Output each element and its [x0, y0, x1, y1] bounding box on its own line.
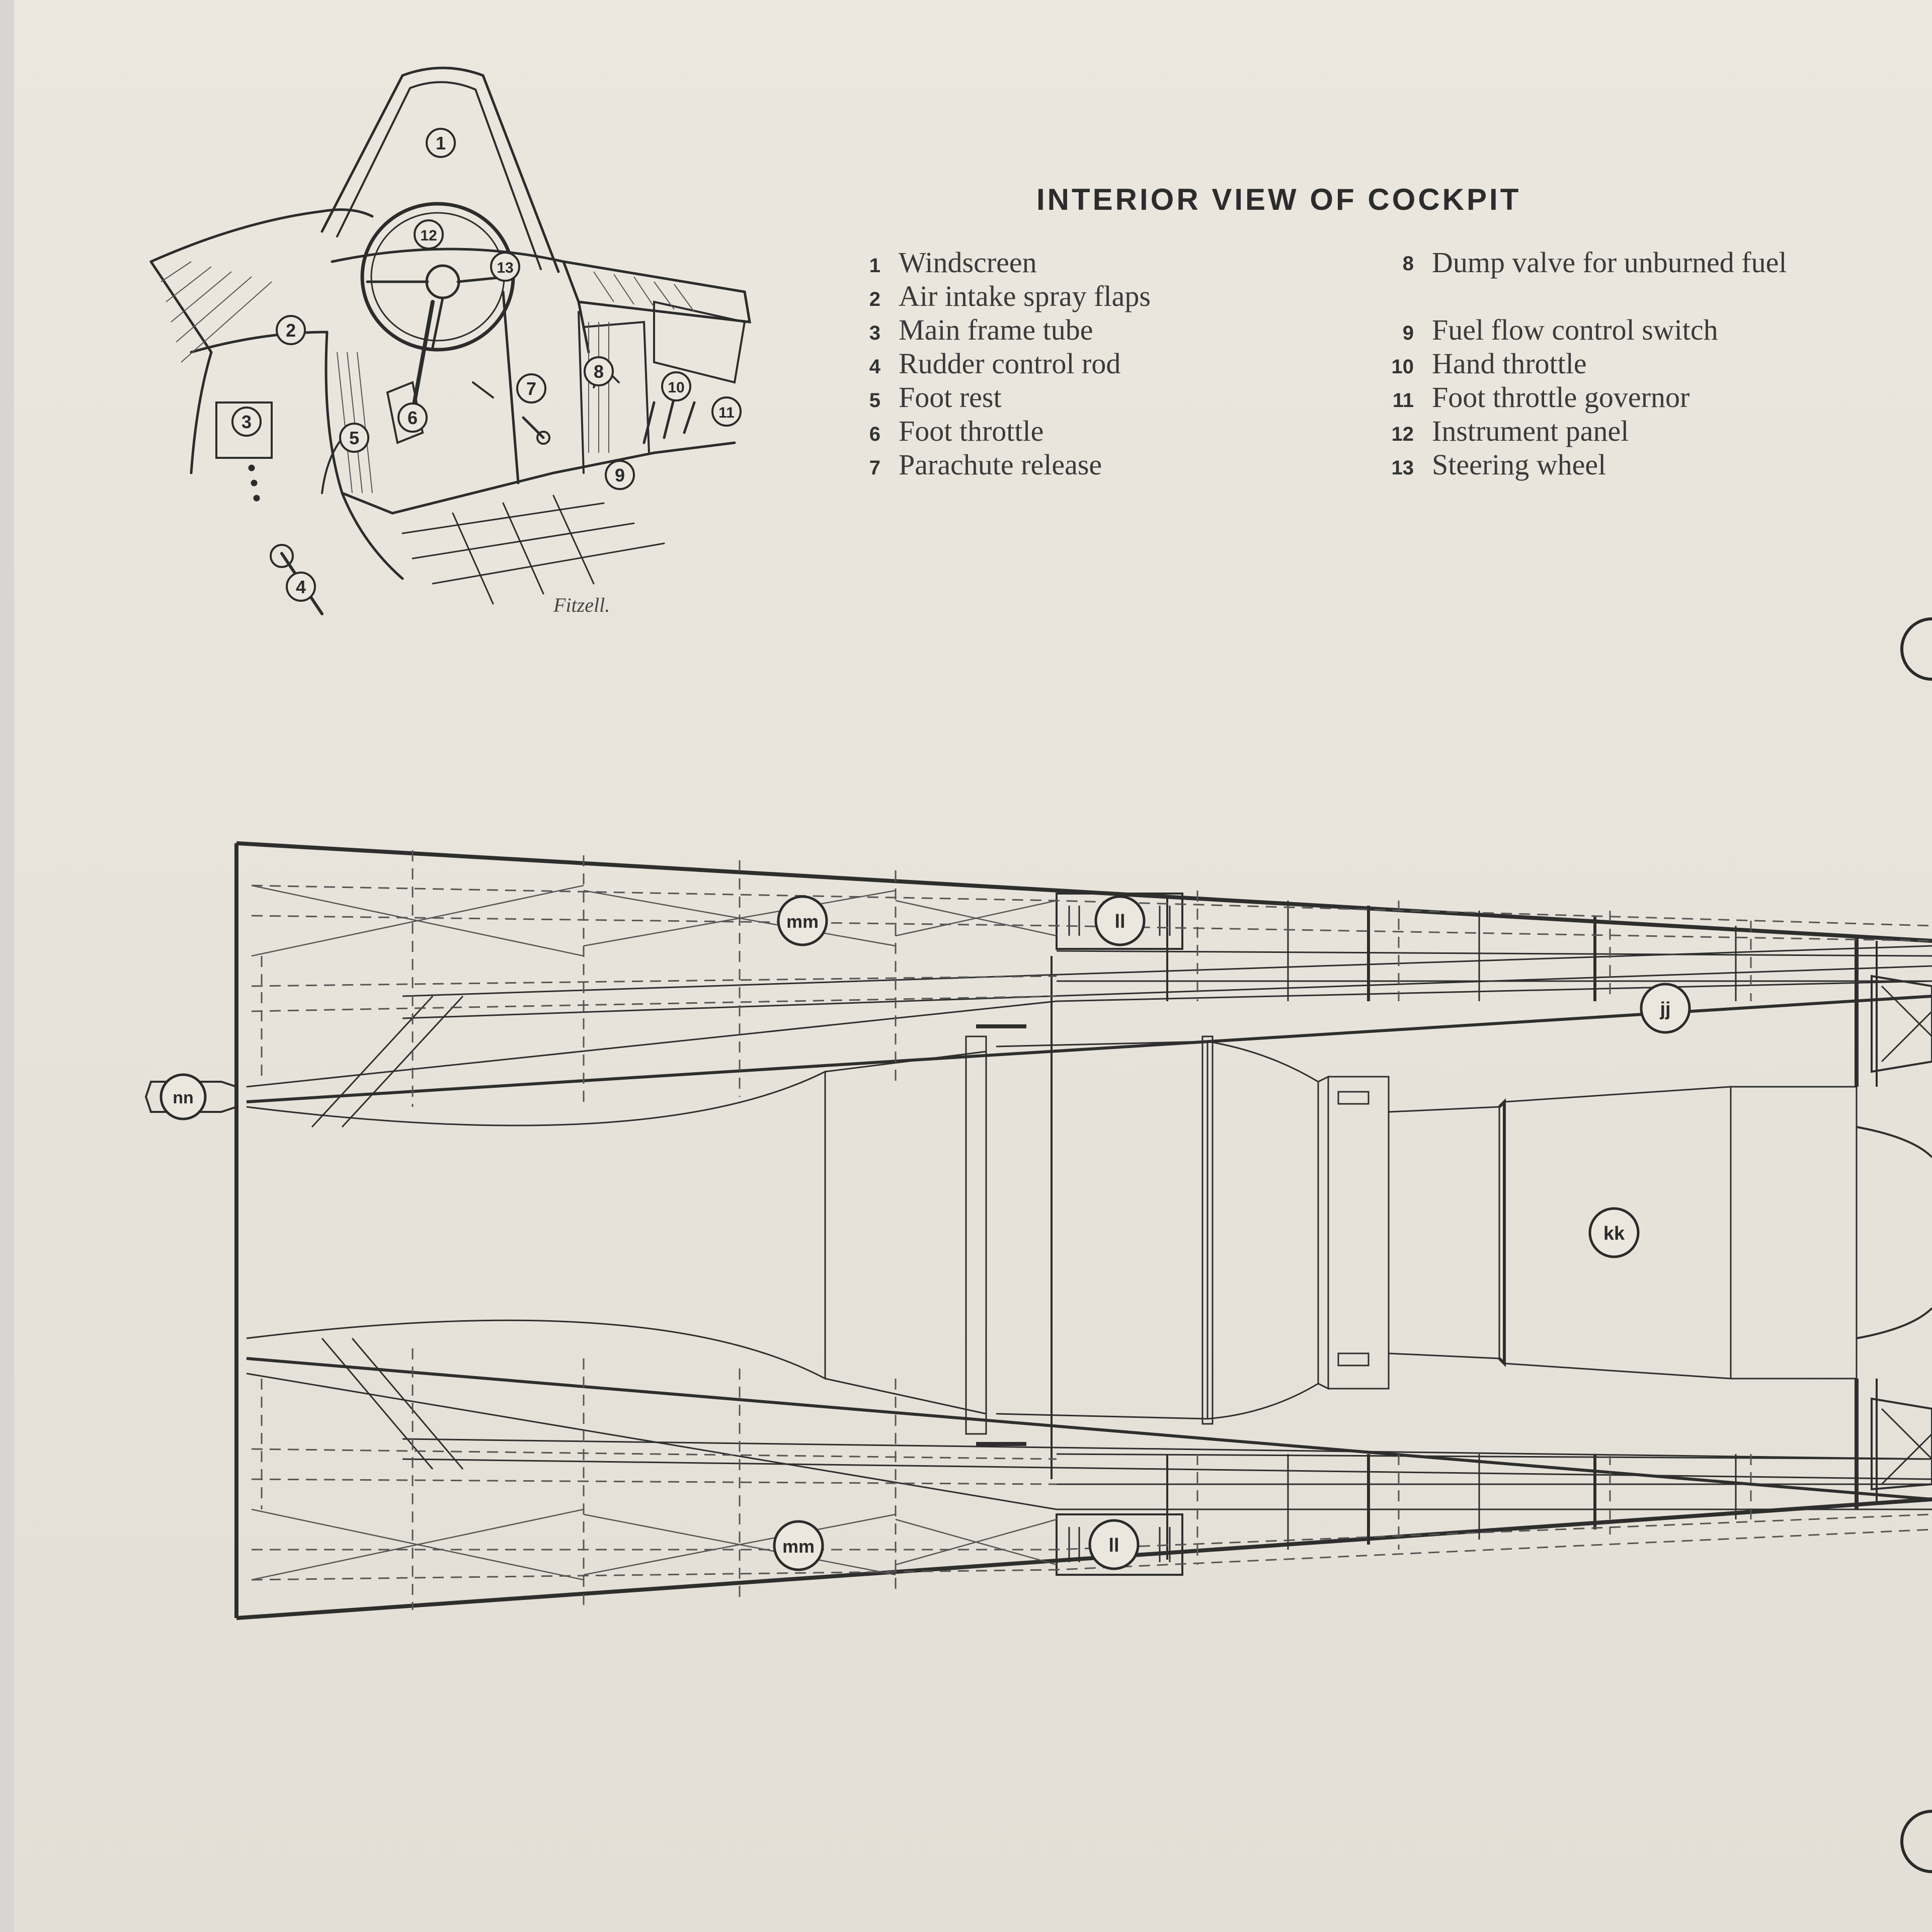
legend-number: 5 [869, 389, 880, 412]
svg-text:1: 1 [436, 133, 446, 153]
legend-item: 5 Foot rest [835, 380, 1151, 414]
svg-text:8: 8 [594, 361, 604, 382]
legend-item: 7 Parachute release [835, 448, 1151, 481]
cockpit-callouts: 1 2 3 4 5 6 7 8 9 10 11 12 13 [231, 128, 742, 602]
edge-circle-lower-icon [1900, 1810, 1932, 1873]
callout-mm-bottom-icon: mm [773, 1520, 824, 1571]
callout-8-icon: 8 [584, 356, 614, 386]
svg-text:10: 10 [668, 379, 684, 396]
artist-signature: Fitzell. [553, 594, 610, 616]
callout-nn-icon: nn [159, 1073, 207, 1120]
page-title: INTERIOR VIEW OF COCKPIT [1036, 183, 1521, 216]
svg-text:4: 4 [296, 577, 306, 597]
svg-text:7: 7 [526, 378, 536, 399]
callout-jj-icon: jj [1640, 983, 1691, 1034]
legend-item: 13 Steering wheel [1369, 448, 1875, 481]
legend-number: 3 [869, 322, 880, 344]
legend-item: 3 Main frame tube [835, 313, 1151, 347]
legend-item: 12 Instrument panel [1369, 414, 1875, 448]
svg-text:11: 11 [718, 405, 735, 421]
svg-text:mm: mm [786, 911, 819, 932]
svg-text:3: 3 [242, 412, 252, 432]
legend-number: 6 [869, 423, 880, 445]
legend-number: 13 [1391, 457, 1414, 479]
legend-label: Rudder control rod [899, 347, 1121, 380]
legend-number: 2 [869, 288, 880, 310]
legend-number: 11 [1392, 389, 1414, 412]
legend-item: 1 Windscreen [835, 246, 1151, 279]
legend-label: Main frame tube [899, 313, 1093, 346]
callout-6-icon: 6 [397, 403, 428, 433]
page-edge [0, 0, 14, 1932]
callout-ll-bottom-icon: ll [1088, 1519, 1140, 1570]
legend-label: Foot throttle governor [1432, 381, 1690, 414]
callout-mm-top-icon: mm [777, 895, 828, 946]
callout-2-icon: 2 [276, 315, 306, 345]
legend-right: 8 Dump valve for unburned fuel 9 Fuel flow… [1369, 246, 1875, 481]
callout-kk-icon: kk [1588, 1207, 1640, 1258]
legend-number: 7 [869, 457, 880, 479]
callout-9-icon: 9 [605, 460, 635, 490]
legend-number: 4 [869, 356, 880, 378]
callout-3-icon: 3 [231, 407, 262, 437]
legend-label: Fuel flow control switch [1432, 313, 1718, 346]
legend-item: 2 Air intake spray flaps [835, 279, 1151, 313]
svg-text:5: 5 [349, 428, 359, 448]
legend-number: 1 [869, 255, 880, 277]
svg-text:ll: ll [1108, 1535, 1119, 1556]
legend-item: 9 Fuel flow control switch [1369, 313, 1875, 347]
svg-text:ll: ll [1114, 911, 1125, 932]
legend-label: Instrument panel [1432, 415, 1629, 447]
callout-7-icon: 7 [516, 373, 546, 404]
svg-text:2: 2 [286, 320, 296, 341]
svg-text:13: 13 [497, 260, 513, 276]
legend-label: Hand throttle [1432, 347, 1587, 380]
legend-label: Windscreen [899, 246, 1037, 279]
legend-item: 6 Foot throttle [835, 414, 1151, 448]
legend-number: 12 [1391, 423, 1414, 445]
legend-item: 4 Rudder control rod [835, 347, 1151, 380]
legend-item: 10 Hand throttle [1369, 347, 1875, 380]
legend-label: Dump valve for unburned fuel [1432, 246, 1787, 279]
legend-number: 10 [1391, 356, 1414, 378]
legend-number: 9 [1402, 322, 1414, 344]
callout-10-icon: 10 [661, 371, 691, 401]
legend-item: 8 Dump valve for unburned fuel [1369, 246, 1875, 313]
legend-number: 8 [1402, 253, 1414, 275]
callout-4-icon: 4 [286, 572, 316, 602]
legend-label: Parachute release [899, 448, 1102, 481]
legend-label: Air intake spray flaps [899, 280, 1151, 312]
svg-text:nn: nn [173, 1088, 194, 1107]
callout-11-icon: 11 [711, 396, 742, 427]
legend-label: Foot rest [899, 381, 1002, 414]
legend-item: 11 Foot throttle governor [1369, 380, 1875, 414]
callout-ll-top-icon: ll [1094, 895, 1146, 946]
callout-1-icon: 1 [426, 128, 456, 158]
callout-13-icon: 13 [490, 252, 520, 282]
svg-text:kk: kk [1603, 1223, 1625, 1244]
svg-text:jj: jj [1659, 999, 1670, 1020]
edge-circle-upper-icon [1900, 617, 1932, 681]
callout-12-icon: 12 [414, 219, 444, 250]
legend-label: Foot throttle [899, 415, 1044, 447]
svg-text:9: 9 [615, 465, 625, 486]
plan-callouts: mm mm ll ll jj kk nn [159, 895, 1691, 1571]
svg-text:12: 12 [420, 227, 437, 244]
legend-left: 1 Windscreen 2 Air intake spray flaps 3 Mai… [835, 246, 1151, 481]
svg-text:mm: mm [782, 1536, 815, 1557]
legend-label: Steering wheel [1432, 448, 1606, 481]
svg-text:6: 6 [408, 408, 418, 428]
callout-5-icon: 5 [339, 423, 369, 453]
